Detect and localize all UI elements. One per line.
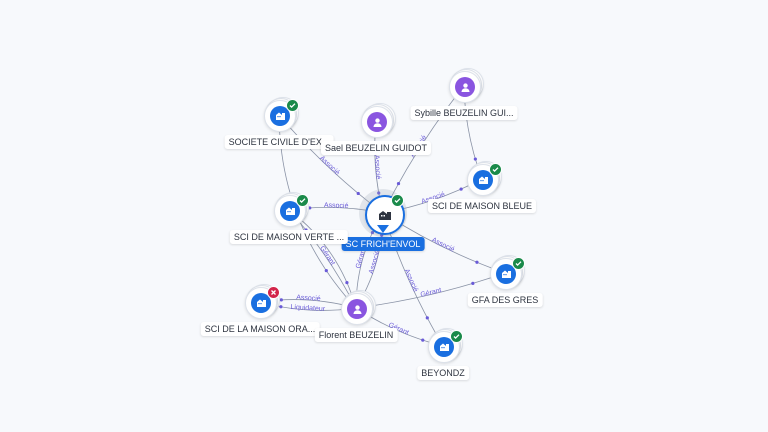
edge-label: Associé (318, 155, 341, 177)
node-label: Florent BEUZELIN (314, 328, 398, 342)
edge-maison_verte-florent (288, 209, 357, 309)
edge-label: Associé (430, 237, 455, 254)
person-icon (367, 112, 387, 132)
edge-arrow (473, 157, 477, 161)
node-circle (361, 106, 393, 138)
edge-label: Gérant (420, 287, 442, 299)
building-icon (473, 170, 493, 190)
node-label: GFA DES GRES (467, 293, 543, 307)
check-badge-icon (286, 99, 299, 112)
edge-arrow (377, 191, 381, 195)
edge-label: Associé (296, 294, 321, 303)
edge-label: Associé (368, 249, 381, 275)
edge-arrow (459, 187, 463, 191)
edge-arrow (345, 280, 349, 285)
node-label: SCI DE MAISON VERTE ... (229, 230, 349, 244)
edge-arrow (475, 260, 479, 264)
edge-arrow (324, 269, 328, 273)
building-icon (251, 293, 271, 313)
edge-arrow (356, 191, 360, 196)
edge-arrow (279, 305, 283, 309)
edge-florent-maison_verte (288, 209, 357, 309)
edge-label: Associé (402, 268, 419, 293)
check-badge-icon (296, 194, 309, 207)
check-badge-icon (450, 330, 463, 343)
edge-arrow (421, 338, 425, 342)
node-circle (341, 293, 373, 325)
building-icon (280, 201, 300, 221)
edge-arrow (279, 298, 283, 302)
person-icon (347, 299, 367, 319)
check-badge-icon (391, 194, 404, 207)
building-icon (373, 203, 397, 227)
check-badge-icon (489, 163, 502, 176)
pin-marker (377, 225, 389, 233)
node-label: SC FRICH'ENVOL (341, 237, 425, 251)
node-circle (490, 258, 522, 290)
edge-arrow (471, 281, 475, 285)
node-label: SCI DE LA MAISON ORA... (200, 322, 320, 336)
node-circle (449, 71, 481, 103)
edge-arrow (425, 316, 429, 320)
building-icon (496, 264, 516, 284)
person-icon (455, 77, 475, 97)
edge-label: Associé (373, 155, 382, 180)
edge-arrow (396, 181, 401, 186)
building-icon (270, 106, 290, 126)
node-label: BEYONDZ (417, 366, 469, 380)
edge-label: Liquidateur (290, 304, 326, 313)
node-label: Sybille BEUZELIN GUI... (410, 106, 518, 120)
cross-badge-icon (267, 286, 280, 299)
node-label: SOCIETE CIVILE D'EX... (224, 135, 334, 149)
check-badge-icon (512, 257, 525, 270)
node-label: Sael BEUZELIN GUIDOT (320, 141, 432, 155)
building-icon (434, 337, 454, 357)
node-label: SCI DE MAISON BLEUE (427, 199, 537, 213)
node-circle (467, 164, 499, 196)
edge-label: Associé (324, 202, 349, 210)
